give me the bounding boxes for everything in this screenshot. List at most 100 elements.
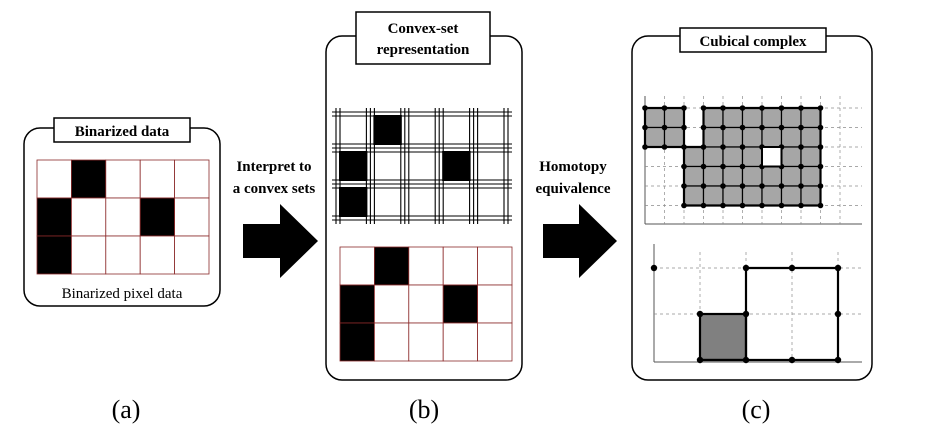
white-pixel [442,246,479,286]
gray-cube [722,107,744,129]
white-pixel [477,246,513,286]
vertex-dot [650,264,658,272]
vertex-dot [798,183,804,189]
vertex-dot [700,183,707,189]
gray-cube [780,146,802,168]
white-pixel [442,322,479,362]
gray-cube [683,165,705,187]
panel-b-label: (b) [409,395,439,424]
panel-a-title-box [53,117,191,143]
gray-cube [722,165,744,187]
vertex-dot [742,264,750,272]
gray-cube [761,126,783,148]
vertex-dot [696,356,704,364]
vertex-dot [720,124,726,131]
vertex-dot [720,183,726,189]
vertex-dot [742,356,750,364]
arrow-homotopy: Homotopy equivalence [536,159,617,278]
white-pixel [105,159,141,199]
white-pixel [408,322,444,362]
component-boundary [643,106,686,149]
panel-a-label: (a) [112,395,141,424]
vertex-dot [798,124,804,131]
panel-b-title-line1: Convex-set [388,21,459,37]
arrow-interpret-line1: Interpret to [236,159,311,175]
gray-cube [780,165,802,187]
vertex-dot [696,310,704,318]
white-pixel [105,235,141,275]
white-pixel [373,322,410,362]
panel-c-title-box [679,27,827,53]
black-pixel [339,151,368,181]
gray-cube [741,185,763,207]
vertex-dot [778,124,785,131]
gray-cube [761,185,783,207]
vertex-dot [700,163,707,170]
gray-cube [722,126,744,148]
panel-b-title-box [355,11,491,65]
black-pixel [339,187,368,217]
right-arrow-icon [243,204,318,278]
gray-cube [722,146,744,168]
black-pixel [339,322,375,362]
white-pixel [477,322,513,362]
vertex-dot [720,144,726,150]
gray-cube [698,312,748,362]
gray-cube [663,126,685,148]
arrow-interpret: Interpret to a convex sets [233,159,318,278]
hole-cell [761,146,783,168]
panel-c-title: Cubical complex [699,34,807,50]
arrow-interpret-line2: a convex sets [233,181,316,197]
gray-cube [663,107,685,129]
gray-cube [702,107,724,129]
white-pixel [71,197,107,237]
gray-cube [780,185,802,207]
vertex-dot [788,264,796,272]
cubical-complex-top [642,96,862,225]
gray-cube [780,107,802,129]
gray-cube [761,107,783,129]
white-pixel [105,197,141,237]
gray-cube [741,165,763,187]
arrow-homotopy-line1: Homotopy [539,159,607,175]
black-pixel [36,235,72,275]
gray-cube [644,126,666,148]
gray-cube [702,126,724,148]
gray-cube [800,185,822,207]
gray-cube [702,185,724,207]
gray-cube [702,146,724,168]
convex-set-overlay [332,108,512,224]
cubical-complex-bottom [650,244,862,364]
black-pixel [373,115,402,145]
vertex-dot [798,144,804,150]
panel-b-title-line2: representation [377,42,470,58]
gray-cube [800,126,822,148]
vertex-dot [778,183,785,189]
gray-cube [683,146,705,168]
gray-cube [800,146,822,168]
white-pixel [174,159,210,199]
white-pixel [174,235,210,275]
gray-cube [702,165,724,187]
vertex-dot [739,124,746,131]
binarized-pixel-grid [36,159,210,275]
black-pixel [442,151,471,181]
black-pixel [36,197,72,237]
white-pixel [139,235,175,275]
white-pixel [339,246,375,286]
vertex-dot [661,124,668,131]
vertex-dot [759,124,765,131]
panel-a-title: Binarized data [75,124,170,140]
vertex-dot [742,310,750,318]
gray-cube [741,107,763,129]
panel-a: Binarized data Binarized pixel data [23,117,221,307]
vertex-dot [739,144,746,150]
component-boundary [682,106,822,207]
vertex-dot [834,264,842,272]
vertex-dot [788,356,796,364]
vertex-dot [798,163,804,170]
arrow-homotopy-line2: equivalence [536,181,611,197]
pixel-grid-b [339,246,513,362]
panel-b: Convex-set representation [325,11,523,381]
